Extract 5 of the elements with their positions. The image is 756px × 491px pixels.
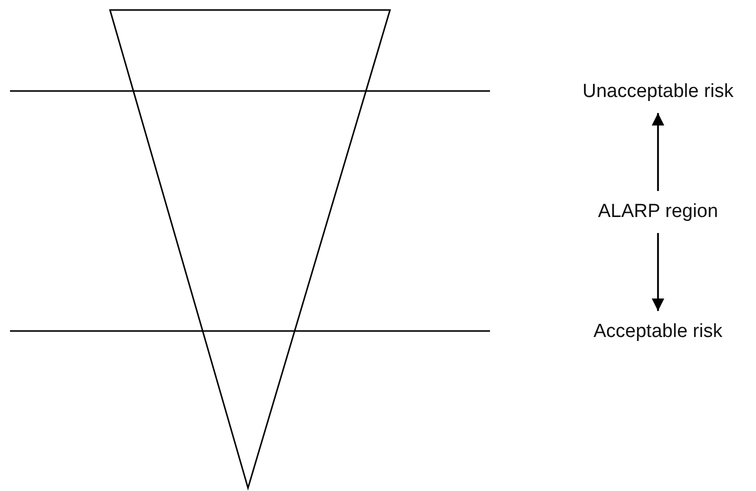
risk-level-label: Unacceptable risk <box>582 81 734 103</box>
risk-level-label: ALARP region <box>598 201 718 223</box>
arrow <box>652 113 664 191</box>
risk-level-label: Acceptable risk <box>594 321 722 343</box>
arrow <box>652 233 664 311</box>
